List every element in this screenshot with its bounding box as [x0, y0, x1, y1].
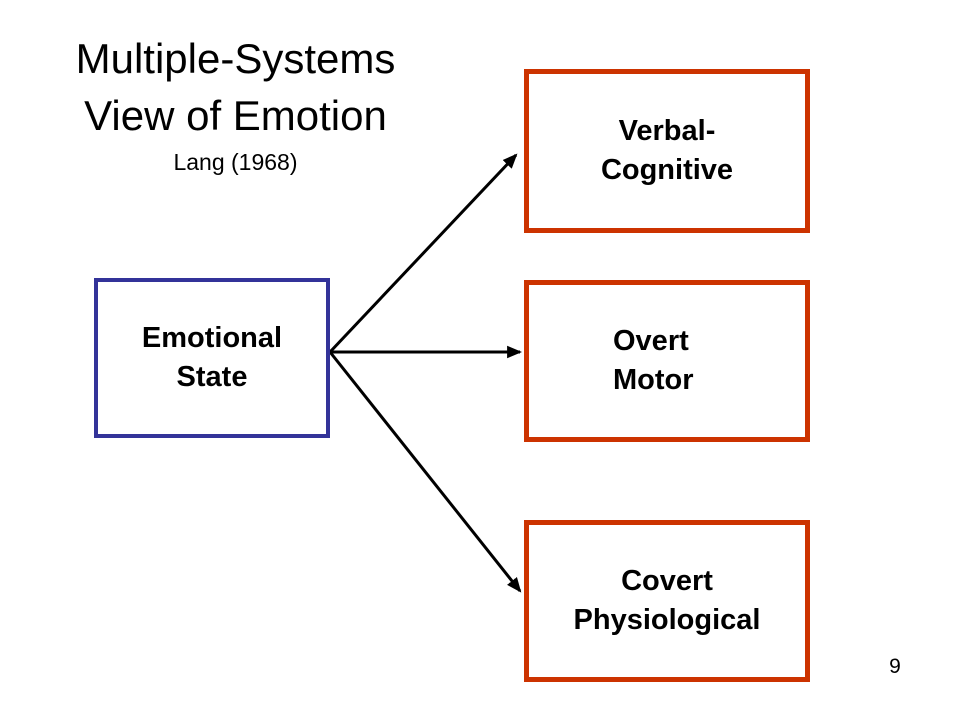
overt-motor-label: Overt Motor — [613, 325, 694, 396]
slide-title: Multiple-Systems View of Emotion Lang (1… — [28, 30, 443, 176]
covert-physiological-box: Covert Physiological — [524, 520, 810, 682]
verbal-cognitive-box: Verbal- Cognitive — [524, 69, 810, 233]
overt-motor-box: Overt Motor — [524, 280, 810, 442]
title-line-1: Multiple-Systems — [75, 35, 396, 82]
emotional-state-label: Emotional State — [141, 322, 283, 393]
title-line-2: View of Emotion — [84, 92, 387, 139]
emotional-state-box: Emotional State — [94, 278, 330, 438]
title-subtitle: Lang (1968) — [173, 149, 298, 175]
arrow-to-covert-physiological — [328, 351, 522, 593]
page-number: 9 — [889, 655, 901, 678]
arrow-to-verbal-cognitive — [328, 153, 518, 354]
covert-physiological-label: Covert Physiological — [573, 565, 761, 636]
verbal-cognitive-label: Verbal- Cognitive — [600, 115, 734, 186]
